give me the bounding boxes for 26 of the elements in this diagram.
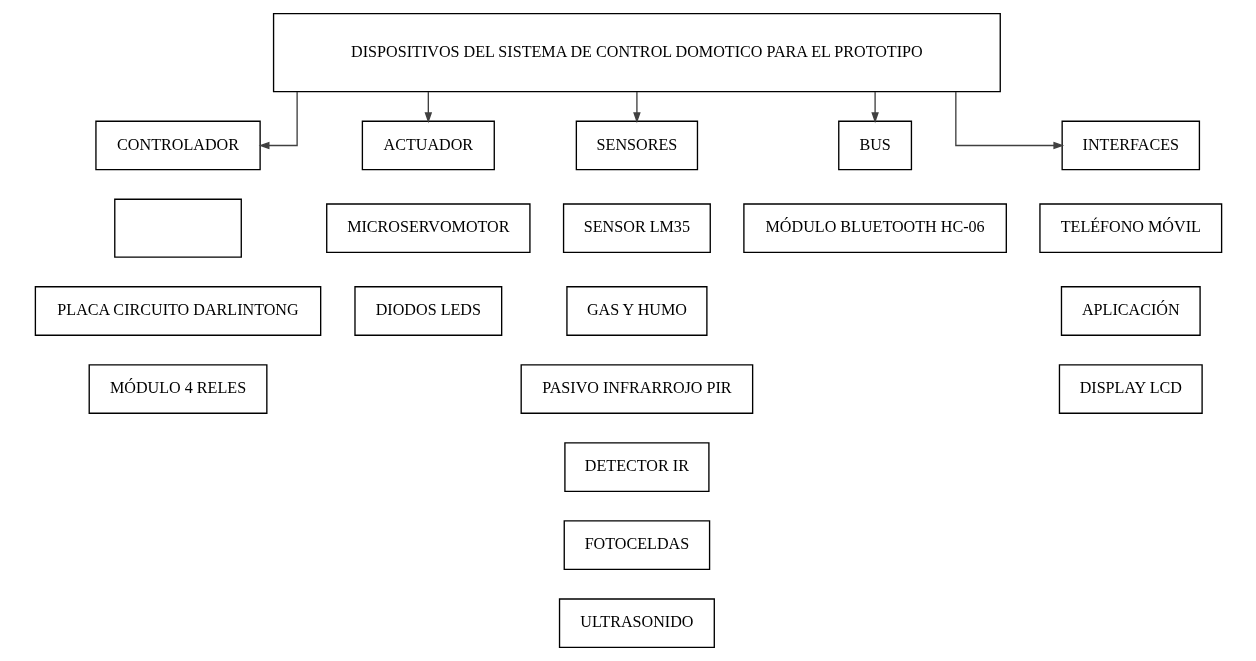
arrow	[258, 91, 298, 150]
node-box: MICROSERVOMOTOR	[325, 203, 531, 254]
arrow	[632, 91, 641, 124]
node-box: TELÉFONO MÓVIL	[1038, 203, 1222, 254]
node-box: PLACA CIRCUITO DARLINTONG	[34, 286, 321, 336]
node-box: APLICACIÓN	[1060, 286, 1201, 336]
node-box: PASIVO INFRARROJO PIR	[520, 364, 753, 414]
node-box: FOTOCELDAS	[563, 520, 710, 571]
node-box: SENSORES	[575, 120, 698, 171]
node-box: CONTROLADOR	[94, 120, 261, 171]
node-box: ULTRASONIDO	[558, 598, 715, 649]
arrow	[424, 91, 432, 124]
node-box: DISPOSITIVOS DEL SISTEMA DE CONTROL DOMOTICO PARA EL PROTOTIPO	[272, 12, 1001, 93]
node-box: DIODOS LEDS	[353, 286, 502, 336]
node-box: ACTUADOR	[361, 120, 495, 171]
arrow	[954, 91, 1064, 150]
node-box: MÓDULO 4 RELES	[88, 364, 267, 414]
node-box: BUS	[837, 120, 912, 171]
node-box: MÓDULO BLUETOOTH HC-06	[742, 203, 1007, 254]
node-box: DISPLAY LCD	[1058, 364, 1203, 414]
node-box: DETECTOR IR	[563, 442, 710, 492]
node-box: GAS Y HUMO	[565, 286, 708, 336]
node-box	[113, 198, 242, 258]
node-box: INTERFACES	[1060, 120, 1200, 171]
arrow	[870, 91, 879, 124]
node-box: SENSOR LM35	[562, 203, 711, 254]
